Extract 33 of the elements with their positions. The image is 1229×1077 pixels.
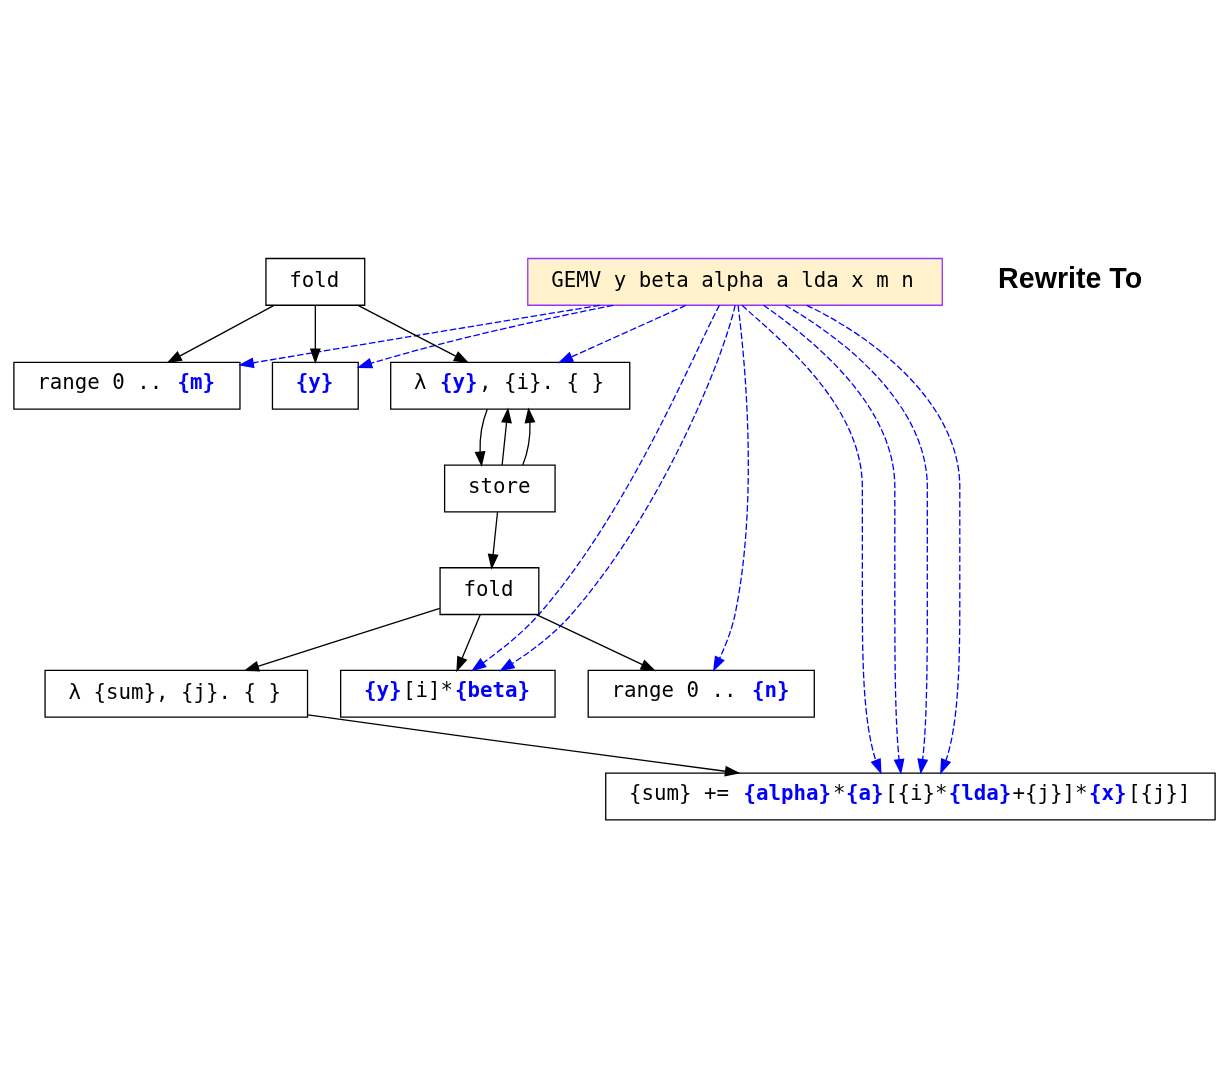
node-box: {y} [271, 361, 359, 410]
node-box: {y}[i]*{beta} [340, 669, 556, 718]
arrow [356, 304, 614, 369]
arrow [499, 304, 736, 672]
node-box: {sum} += {alpha}*{a}[{i}*{lda}+{j}]*{x}[{j}] [605, 772, 1216, 821]
arrow [166, 304, 275, 364]
arrow [713, 304, 749, 672]
node-box: GEMV y beta alpha a lda x m n [527, 257, 943, 306]
arrow [762, 304, 905, 775]
arrow [487, 511, 499, 570]
node-box: range 0 .. {n} [587, 669, 815, 718]
arrow [470, 304, 720, 672]
node-box: λ {sum}, {j}. { } [44, 669, 309, 718]
arrow [456, 614, 481, 673]
node-box: fold [439, 567, 540, 616]
arrow [741, 304, 882, 775]
label: Rewrite To [998, 261, 1143, 294]
arrow [557, 304, 687, 364]
arrow [474, 408, 488, 467]
arrow [522, 407, 536, 466]
arrow [806, 304, 961, 775]
arrow [309, 305, 321, 365]
arrow [357, 304, 470, 364]
arrow [307, 714, 741, 777]
arrow [243, 607, 441, 672]
node-box: range 0 .. {m} [13, 361, 241, 410]
node-box: store [443, 464, 556, 513]
arrow [501, 407, 512, 466]
node-box: fold [265, 257, 366, 306]
arrow [535, 614, 657, 672]
arrow [238, 304, 601, 369]
node-box: λ {y}, {i}. { } [390, 361, 631, 410]
arrow [784, 304, 929, 775]
